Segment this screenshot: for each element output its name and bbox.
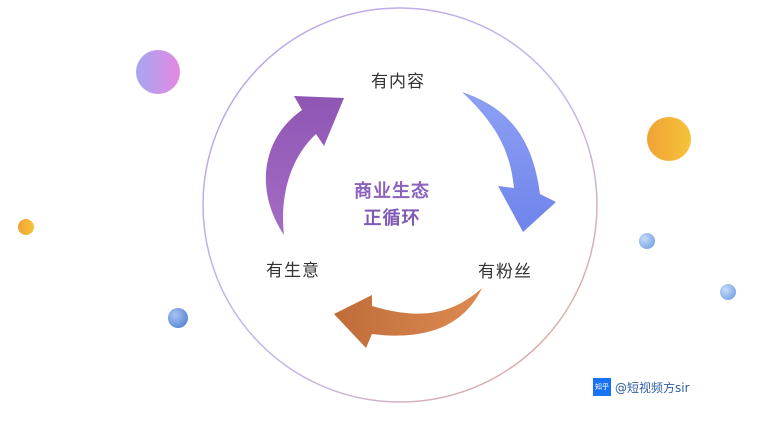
outer-ring xyxy=(202,7,598,403)
center-label-line1: 商业生态 xyxy=(354,181,430,202)
arrow-business-to-content xyxy=(265,96,344,235)
center-label-line2: 正循环 xyxy=(363,208,421,229)
small-blue-ball-decoration xyxy=(639,233,655,249)
arrow-fans-to-business xyxy=(334,288,482,348)
node-business: 有生意 xyxy=(266,261,320,281)
watermark-text: @短视频方sir xyxy=(615,380,690,395)
arrow-content-to-fans xyxy=(462,92,556,232)
small-blue-ball-right-decoration xyxy=(720,284,736,300)
orange-ball-decoration xyxy=(647,117,691,161)
node-content: 有内容 xyxy=(371,72,425,92)
small-orange-ball-decoration xyxy=(18,219,34,235)
node-fans: 有粉丝 xyxy=(478,262,532,282)
watermark: 知乎 @短视频方sir xyxy=(593,378,690,396)
zhihu-logo-icon: 知乎 xyxy=(593,378,611,396)
center-label: 商业生态 正循环 xyxy=(347,178,437,232)
blue-ball-left-decoration xyxy=(168,308,188,328)
purple-ball-decoration xyxy=(136,50,180,94)
